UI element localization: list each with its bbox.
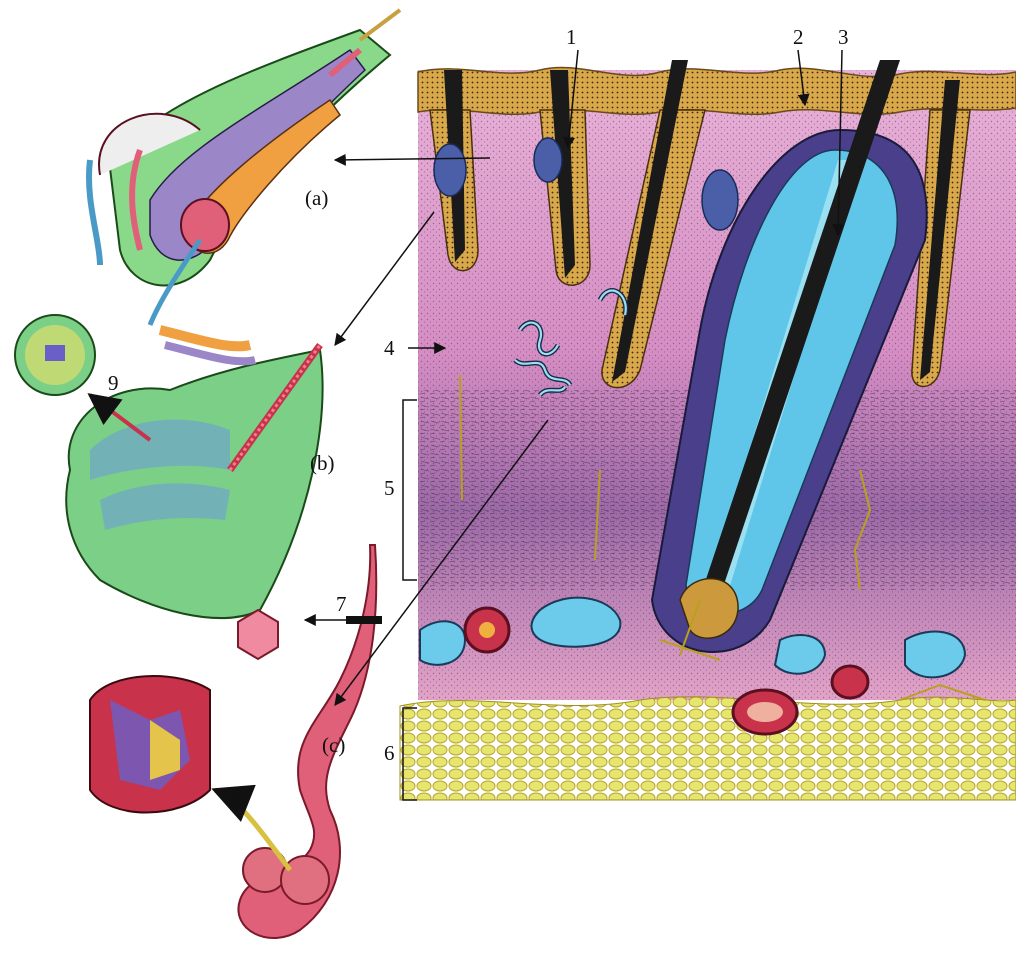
epidermis: [418, 67, 1016, 114]
label-7: 7: [336, 592, 347, 616]
label-8: 8: [230, 789, 241, 813]
label-a: (a): [305, 186, 328, 210]
tissue-section: [400, 60, 1016, 800]
label-5: 5: [384, 476, 395, 500]
hypodermis-fat: [400, 697, 1016, 800]
detail-b-sebaceous-gland: [15, 315, 323, 618]
bracket-5: [403, 400, 417, 580]
label-9: 9: [108, 371, 119, 395]
label-c: (c): [322, 733, 345, 757]
label-2: 2: [793, 25, 804, 49]
cut-marker-7: [346, 616, 382, 624]
label-b: (b): [310, 451, 335, 475]
label-1: 1: [566, 25, 577, 49]
label-4: 4: [384, 336, 395, 360]
label-6: 6: [384, 741, 395, 765]
label-3: 3: [838, 25, 849, 49]
detail-a-follicle: [89, 10, 400, 325]
